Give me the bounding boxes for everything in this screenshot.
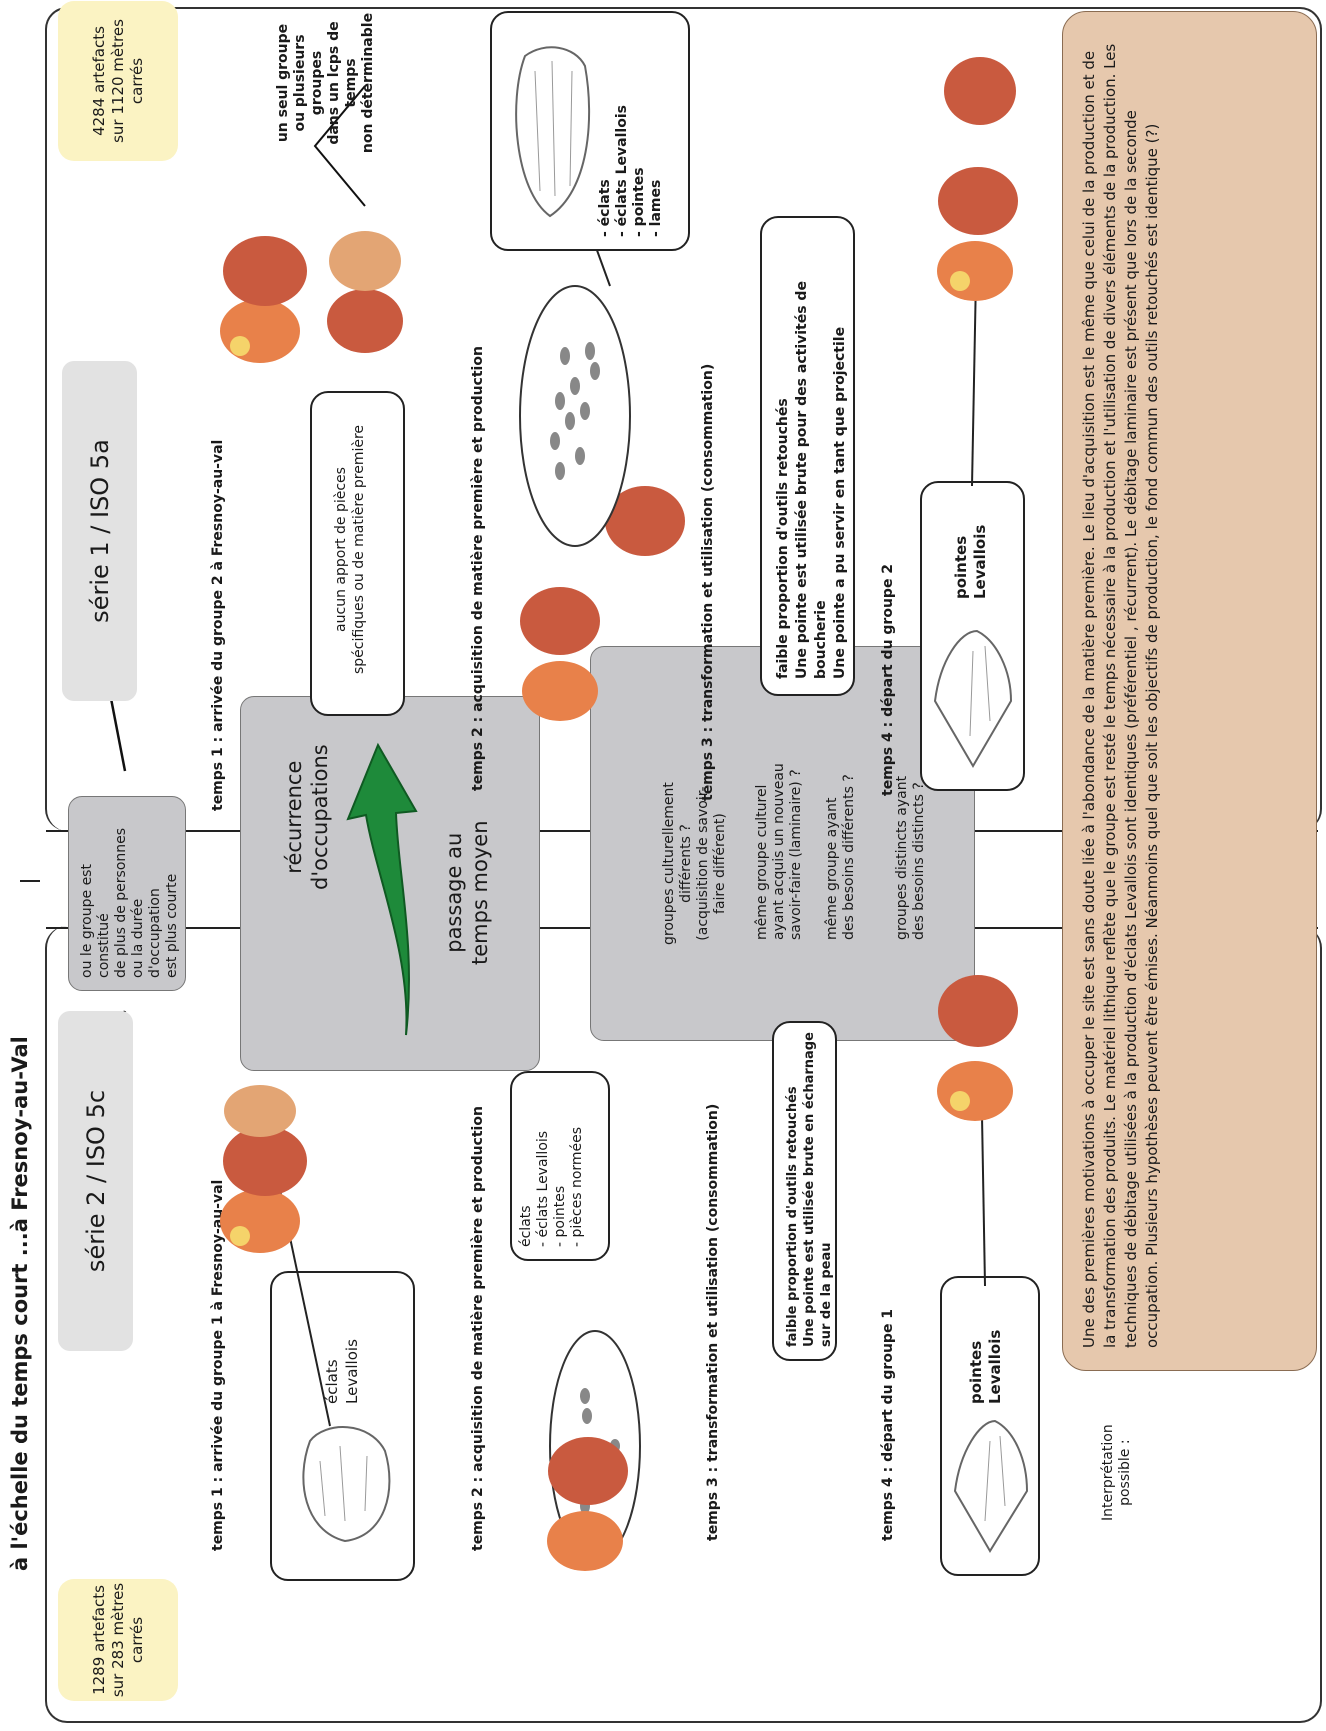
left-group1-people-icon: [210, 1081, 314, 1261]
green-arrow-icon: [346, 742, 418, 1036]
right-t4-box-text: pointes Levallois: [952, 524, 989, 599]
recurrence-box: récurrence d'occupations passage au temp…: [240, 696, 540, 1071]
hypothesis-3: même groupe ayant des besoins différents…: [824, 774, 857, 940]
right-t4-pointer: [971, 275, 977, 487]
left-t3-box-text: faible proportion d'outils retouchés Une…: [785, 1032, 834, 1347]
right-group2-working-second-icon: [600, 461, 694, 581]
right-group2-departure-icon: [930, 121, 1024, 311]
right-t3-label: temps 3 : transformation et utilisation …: [700, 363, 716, 801]
hypotheses-box: groupes culturellement différents ? (acq…: [590, 646, 975, 1041]
hypothesis-2: même groupe culturel ayant acquis un nou…: [754, 763, 804, 940]
right-t2-box-text: - éclats - éclats Levallois - pointes - …: [597, 105, 664, 237]
passage-label: passage au temps moyen: [442, 820, 492, 965]
recurrence-label: récurrence d'occupations: [282, 744, 332, 890]
right-t3-box-text: faible proportion d'outils retouchés Une…: [775, 281, 848, 679]
left-series-label: série 2 / ISO 5c: [58, 1011, 133, 1351]
left-t4-box-text: pointes Levallois: [967, 1329, 1004, 1404]
left-t4-pointer: [981, 1115, 986, 1287]
right-t1-box: aucun apport de pièces spécifiques ou de…: [310, 391, 405, 716]
right-t4-label: temps 4 : départ du groupe 2: [880, 563, 896, 796]
interpretation-box: Une des premières motivations à occuper …: [1062, 11, 1317, 1371]
left-t2-box-text: éclats - éclats Levallois - pointes - pi…: [518, 1126, 585, 1247]
hypothesis-4: groupes distincts ayant des besoins dist…: [894, 775, 927, 940]
right-groups-bracket: [313, 85, 366, 207]
right-t1-label: temps 1 : arrivée du groupe 2 à Fresnoy-…: [210, 439, 226, 811]
left-stats: 1289 artefacts sur 283 mètres carrés: [58, 1579, 178, 1701]
left-t2-label: temps 2 : acquisition de matière premièr…: [470, 1106, 486, 1551]
interpretation-label: Interprétation possible :: [1100, 1424, 1133, 1521]
left-t3-box: faible proportion d'outils retouchés Une…: [772, 1021, 837, 1361]
left-t4-label: temps 4 : départ du groupe 1: [880, 1308, 896, 1541]
condition-box: ou le groupe est constitué de plus de pe…: [68, 796, 186, 991]
right-t1-box-text: aucun apport de pièces spécifiques ou de…: [333, 424, 367, 674]
right-series-label: série 1 / ISO 5a: [62, 361, 137, 701]
right-t2-label: temps 2 : acquisition de matière premièr…: [470, 346, 486, 791]
left-t3-label: temps 3 : transformation et utilisation …: [705, 1103, 721, 1541]
right-group2-people-icon: [210, 191, 314, 371]
right-group2-second-people-icon: [320, 221, 414, 371]
hypothesis-1: groupes culturellement différents ? (acq…: [661, 782, 728, 945]
right-point-drawing-icon: [933, 629, 1013, 768]
left-t2-box: éclats - éclats Levallois - pointes - pi…: [510, 1071, 610, 1261]
left-point-drawing-icon: [953, 1419, 1029, 1553]
right-group2-working-icon: [515, 551, 609, 731]
right-stats: 4284 artefacts sur 1120 mètres carrés: [58, 1, 178, 161]
right-blade-drawing-icon: [515, 46, 591, 218]
right-pebble-cluster: [519, 285, 631, 547]
right-group2-departure-second-icon: [940, 31, 1024, 151]
left-group1-people-working-icon: [540, 1401, 634, 1581]
right-groups-note: un seul groupe ou plusieurs groupes dans…: [275, 12, 376, 154]
interpretation-text: Une des premières motivations à occuper …: [1080, 43, 1161, 1348]
left-group1-departure-icon: [930, 951, 1024, 1131]
right-t3-box: faible proportion d'outils retouchés Une…: [760, 216, 855, 696]
left-flake-drawing-icon: [302, 1426, 391, 1543]
